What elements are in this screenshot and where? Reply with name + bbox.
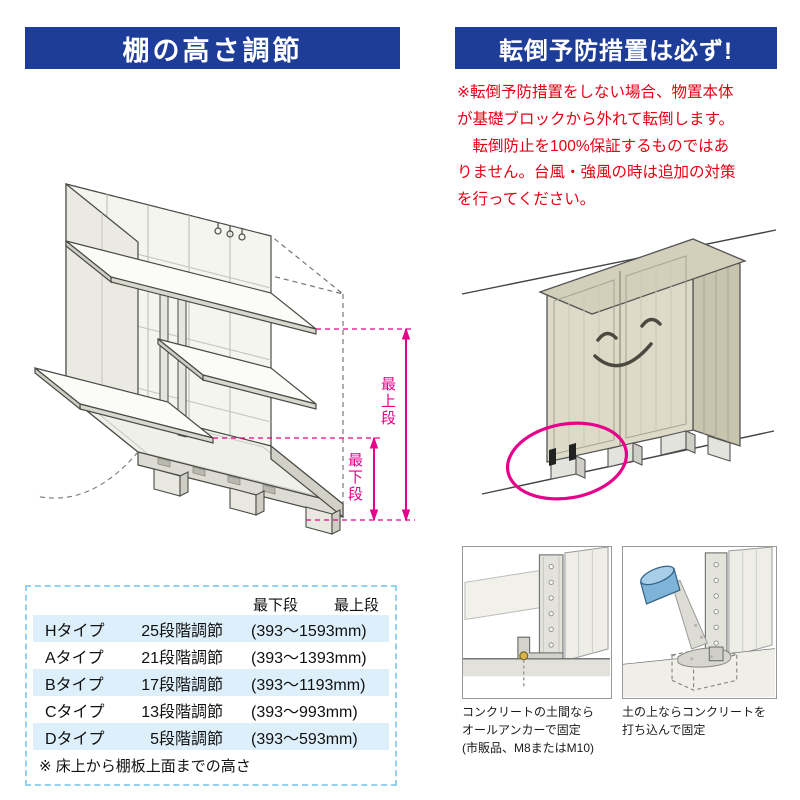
shelf-section-header: 棚の高さ調節: [25, 27, 400, 69]
anchor-fixing-caption: コンクリートの土間なら オールアンカーで固定 (市販品、M8またはM10): [462, 705, 595, 755]
background-ground-line: [461, 229, 777, 295]
tipover-section-title: 転倒予防措置は必ず!: [499, 37, 733, 65]
table-row: Dタイプ 5段階調節 (393〜593mm): [33, 723, 389, 750]
concrete-floor: [463, 658, 610, 677]
spec-table-header: 最下段 最上段: [33, 593, 389, 615]
anchor-fixing-photo: [462, 546, 612, 699]
range-cell: (393〜593mm): [251, 730, 358, 748]
table-row: Hタイプ 25段階調節 (393〜1593mm): [33, 615, 389, 642]
shed-linework: [34, 182, 415, 535]
side-panel-seams: [703, 249, 729, 442]
wall-panel: [728, 547, 773, 658]
table-row: Bタイプ 17段階調節 (393〜1193mm): [33, 669, 389, 696]
table-footnote: ※ 床上から棚板上面までの高さ: [39, 758, 251, 775]
bucket-opening: [640, 565, 675, 586]
anchor-fixing-drawing: [463, 547, 610, 687]
type-cell: Aタイプ: [45, 649, 104, 667]
anchor-plate: [517, 636, 564, 660]
soil-ground: [623, 648, 775, 697]
concrete-fixing-photo: [622, 546, 777, 699]
steps-cell: 13段階調節: [141, 703, 223, 721]
wall-panel: [564, 547, 609, 662]
range-cell: (393〜993mm): [251, 703, 358, 721]
foundation-blocks: [550, 430, 731, 480]
type-cell: Dタイプ: [45, 730, 105, 748]
middle-shelf: [157, 337, 317, 410]
anchor-bolt: [519, 651, 529, 661]
bottom-shelf-label: 最下段: [346, 452, 363, 503]
concrete-fixing-caption: 土の上ならコンクリートを 打ち込んで固定: [622, 705, 767, 737]
right-door: [625, 255, 687, 439]
table-row: Aタイプ 21段階調節 (393〜1393mm): [33, 642, 389, 669]
tipover-warning-text: ※転倒予防措置をしない場合、物置本体 が基礎ブロックから外れて転倒します。 転倒…: [457, 84, 736, 209]
adjustment-holes: [548, 564, 554, 648]
base-right-face: [270, 444, 344, 519]
bottom-shelf: [34, 366, 214, 444]
type-cell: Cタイプ: [45, 703, 105, 721]
adjustment-holes: [713, 562, 719, 646]
concrete-dots: [690, 623, 713, 661]
dimension-leaders: [213, 328, 415, 521]
anchor-highlight-ellipse: [505, 421, 629, 501]
shelf-spec-table: 最下段 最上段 Hタイプ 25段階調節 (393〜1593mm) Aタイプ 21…: [25, 585, 397, 786]
left-door: [553, 279, 615, 455]
top-shelf-label: 最上段: [379, 376, 396, 427]
anchor-brackets: [549, 443, 576, 466]
dimension-arrow-bottom-shelf: [369, 436, 379, 522]
shelf-height-diagram: 最上段 最下段: [8, 76, 423, 574]
door-swing-arc: [35, 451, 139, 499]
range-cell: (393〜1593mm): [251, 622, 367, 640]
door-track-slots: [157, 457, 276, 495]
table-row: Cタイプ 13段階調節 (393〜993mm): [33, 696, 389, 723]
post-base-bracket: [708, 646, 724, 662]
dimension-arrow-top-shelf: [401, 327, 411, 522]
foundation-feet: [153, 468, 341, 535]
steps-cell: 25段階調節: [141, 622, 223, 640]
steps-cell: 17段階調節: [141, 676, 223, 694]
type-cell: Hタイプ: [45, 622, 105, 640]
anchored-shed-drawing: [461, 229, 777, 501]
concrete-fixing-drawing: [623, 547, 775, 697]
header-lowest: 最下段: [253, 596, 299, 614]
smiley-left-eye: [596, 331, 618, 342]
steps-cell: 21段階調節: [141, 649, 223, 667]
range-cell: (393〜1393mm): [251, 649, 367, 667]
range-cell: (393〜1193mm): [251, 676, 366, 694]
floor-panel-edge: [464, 569, 540, 621]
type-cell: Bタイプ: [45, 676, 104, 694]
smiley-right-eye: [640, 317, 662, 328]
shelf-section-title: 棚の高さ調節: [122, 35, 303, 66]
smiley-mouth: [593, 342, 653, 368]
tipover-illustration: [452, 224, 780, 542]
steps-cell: 5段階調節: [150, 730, 223, 748]
header-highest: 最上段: [333, 596, 379, 614]
smiley-face: [593, 317, 662, 368]
wall-hooks: [214, 223, 246, 241]
tipover-section-header: 転倒予防措置は必ず!: [455, 27, 777, 69]
corner-post: [704, 552, 728, 656]
shed-roof: [538, 238, 747, 315]
